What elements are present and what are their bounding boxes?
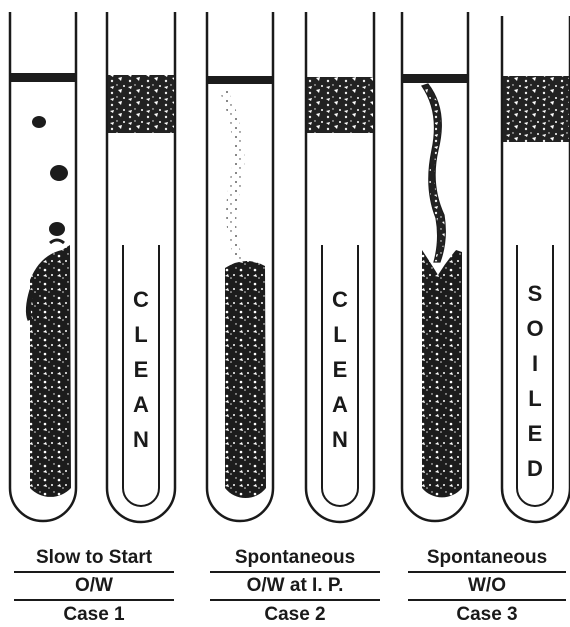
oil-layer — [108, 75, 174, 133]
case3-label: Case 3 — [408, 604, 566, 626]
soil-mass — [422, 250, 462, 497]
soiled-label-tube6: S O I L E D — [520, 276, 550, 486]
case1-rule-1 — [14, 571, 174, 573]
case1-title: Slow to Start — [14, 547, 174, 569]
case2-rule-1 — [210, 571, 380, 573]
case3-rule-1 — [408, 571, 566, 573]
oil-droplet — [50, 165, 68, 181]
soil-mass — [30, 245, 71, 497]
case2-title: Spontaneous — [210, 547, 380, 569]
soil-mass — [225, 261, 266, 498]
tube-case1-soiled — [10, 12, 76, 521]
oil-layer — [307, 77, 373, 133]
tube-case3-soiled — [402, 12, 468, 521]
case2-label: Case 2 — [210, 604, 380, 626]
case1-rule-2 — [14, 599, 174, 601]
case1-type: O/W — [14, 575, 174, 597]
oil-droplet — [49, 222, 65, 236]
tube-case2-soiled — [207, 12, 273, 521]
case2-type: O/W at I. P. — [210, 575, 380, 597]
oil-layer — [503, 76, 569, 142]
oil-film — [208, 76, 272, 84]
case3-title: Spontaneous — [408, 547, 566, 569]
test-tube-figure — [0, 0, 570, 540]
oil-film — [11, 73, 75, 82]
oil-droplet — [32, 116, 46, 128]
case3-rule-2 — [408, 599, 566, 601]
case1-label: Case 1 — [14, 604, 174, 626]
oil-film — [403, 74, 467, 83]
clean-label-tube2: C L E A N — [126, 282, 156, 457]
case2-rule-2 — [210, 599, 380, 601]
clean-label-tube4: C L E A N — [325, 282, 355, 457]
case3-type: W/O — [408, 575, 566, 597]
